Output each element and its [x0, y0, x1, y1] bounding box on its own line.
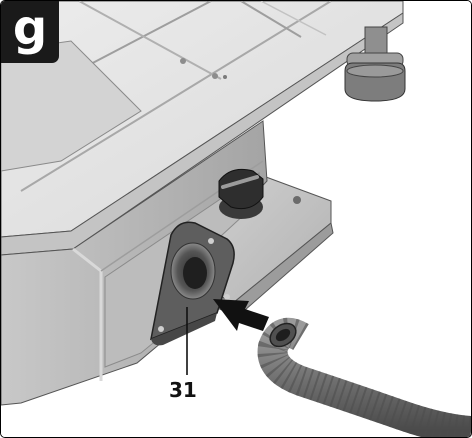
- arrow-icon: [213, 299, 269, 331]
- figure-label: g: [12, 0, 48, 56]
- saw-foot: [344, 26, 406, 102]
- callout-number: 31: [169, 378, 197, 402]
- hose-icon: [257, 317, 471, 437]
- saw-table-top: [1, 1, 404, 256]
- knob-icon: [218, 168, 264, 219]
- figure-label-badge: g: [1, 1, 59, 63]
- dust-port-icon: [150, 221, 235, 375]
